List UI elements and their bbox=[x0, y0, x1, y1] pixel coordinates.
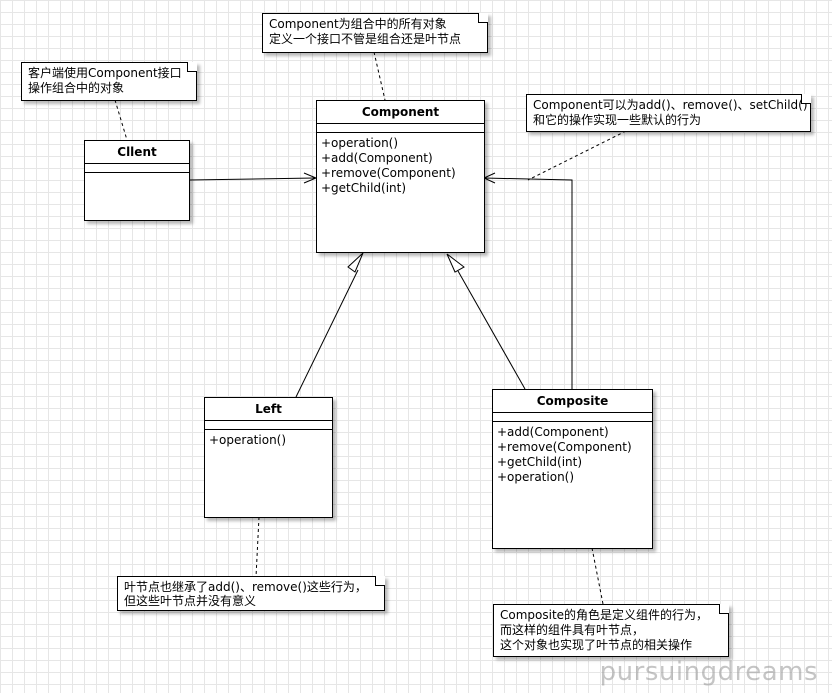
note-composite: Composite的角色是定义组件的行为， 而这样的组件具有叶节点， 这个对象也… bbox=[493, 604, 729, 657]
note-link-component bbox=[373, 51, 386, 101]
note-line: 客户端使用Component接口 bbox=[28, 66, 182, 80]
class-client[interactable]: Cllent bbox=[84, 140, 190, 221]
note-leaf: 叶节点也继承了add()、remove()这些行为， 但这些叶节点并没有意义 bbox=[117, 576, 385, 611]
note-line: Component为组合中的所有对象 bbox=[269, 17, 447, 31]
note-line: 操作组合中的对象 bbox=[28, 81, 125, 95]
note-client: 客户端使用Component接口 操作组合中的对象 bbox=[21, 62, 197, 101]
method: +getChild(int) bbox=[497, 455, 583, 469]
class-methods: +operation() bbox=[205, 430, 332, 451]
note-line: 而这样的组件具有叶节点， bbox=[500, 623, 645, 637]
note-line: 和它的操作实现一些默认的行为 bbox=[533, 113, 702, 127]
generalization-composite bbox=[457, 270, 526, 390]
note-link-client bbox=[114, 99, 128, 141]
method: +operation() bbox=[497, 470, 575, 484]
method: +add(Component) bbox=[497, 425, 609, 439]
class-left[interactable]: Left +operation() bbox=[204, 397, 333, 518]
association-composite-component bbox=[483, 177, 573, 389]
note-component: Component为组合中的所有对象 定义一个接口不管是组合还是叶节点 bbox=[262, 13, 488, 53]
class-methods: +add(Component) +remove(Component) +getC… bbox=[493, 422, 652, 488]
generalization-arrowhead bbox=[347, 252, 364, 273]
method: +remove(Component) bbox=[321, 166, 456, 180]
note-line: 叶节点也继承了add()、remove()这些行为， bbox=[124, 580, 367, 594]
method: +getChild(int) bbox=[321, 181, 407, 195]
class-attributes bbox=[317, 124, 484, 133]
generalization-arrowhead bbox=[446, 253, 465, 273]
note-line: 这个对象也实现了叶节点的相关操作 bbox=[500, 638, 693, 652]
association-client-component bbox=[188, 177, 316, 181]
method: +operation() bbox=[321, 136, 399, 150]
class-name: Composite bbox=[493, 390, 652, 413]
method: +operation() bbox=[209, 433, 287, 447]
class-name: Component bbox=[317, 101, 484, 124]
note-line: Composite的角色是定义组件的行为， bbox=[500, 608, 709, 622]
class-name: Left bbox=[205, 398, 332, 421]
class-component[interactable]: Component +operation() +add(Component) +… bbox=[316, 100, 485, 253]
note-link-leaf bbox=[255, 516, 260, 578]
method: +add(Component) bbox=[321, 151, 433, 165]
class-attributes bbox=[205, 421, 332, 430]
note-line: 但这些叶节点并没有意义 bbox=[124, 594, 257, 608]
method: +remove(Component) bbox=[497, 440, 632, 454]
class-attributes bbox=[493, 413, 652, 422]
note-default-behaviour: Component可以为add()、remove()、setChild() 和它… bbox=[526, 94, 811, 132]
class-name: Cllent bbox=[85, 141, 189, 164]
class-methods: +operation() +add(Component) +remove(Com… bbox=[317, 133, 484, 199]
note-line: Component可以为add()、remove()、setChild() bbox=[533, 98, 808, 112]
class-attributes bbox=[85, 164, 189, 173]
note-line: 定义一个接口不管是组合还是叶节点 bbox=[269, 32, 462, 46]
class-methods bbox=[85, 173, 189, 179]
class-composite[interactable]: Composite +add(Component) +remove(Compon… bbox=[492, 389, 653, 549]
generalization-left bbox=[295, 269, 359, 398]
note-link-default bbox=[527, 130, 627, 181]
note-link-composite bbox=[591, 547, 604, 605]
watermark: pursuingdreams bbox=[599, 657, 818, 687]
